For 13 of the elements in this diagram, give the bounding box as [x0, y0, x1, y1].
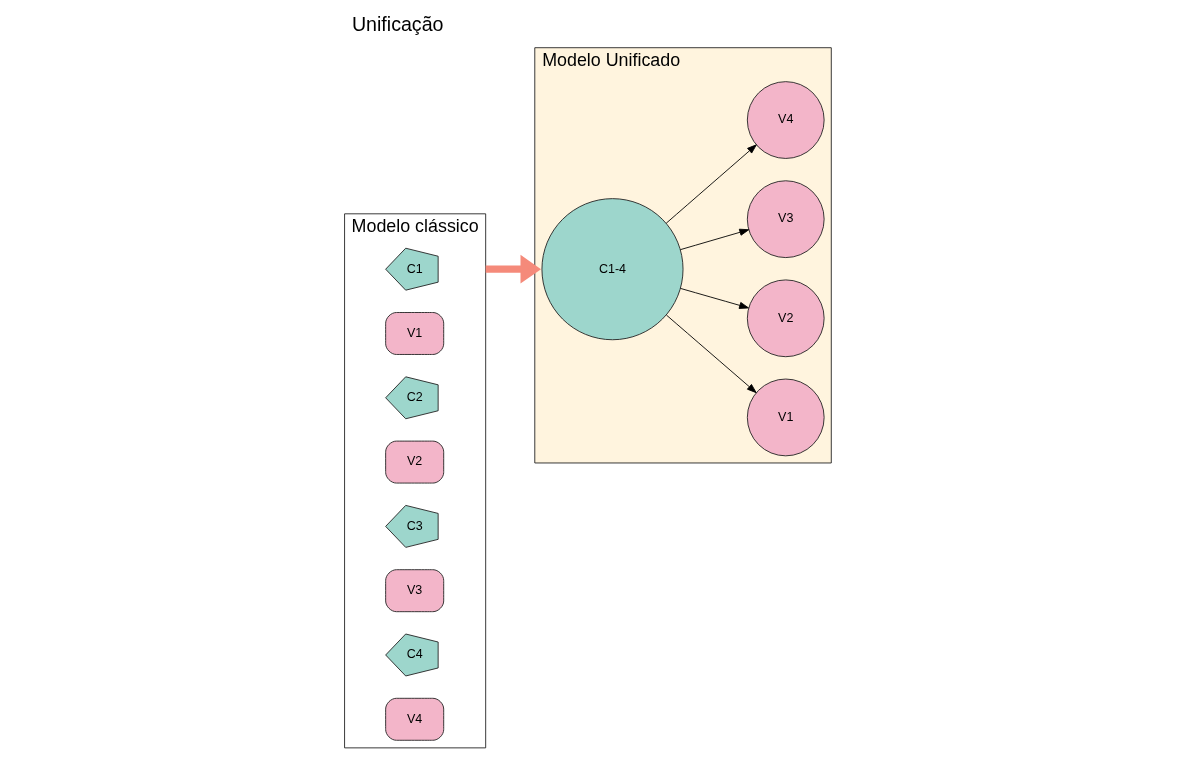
node-circle: V2 [746, 279, 825, 358]
node-box: V2 [384, 440, 444, 484]
arrow [665, 314, 757, 394]
diagram-title: Unificação [351, 13, 444, 36]
arrow [485, 254, 541, 284]
arrow [679, 287, 749, 309]
arrow [665, 144, 757, 224]
node-box: V1 [384, 312, 444, 355]
arrow [679, 228, 749, 251]
node-circle: V3 [746, 180, 825, 259]
node-box: V3 [384, 569, 444, 613]
node-box: V4 [384, 697, 444, 741]
node-circle: C1-4 [541, 198, 683, 341]
